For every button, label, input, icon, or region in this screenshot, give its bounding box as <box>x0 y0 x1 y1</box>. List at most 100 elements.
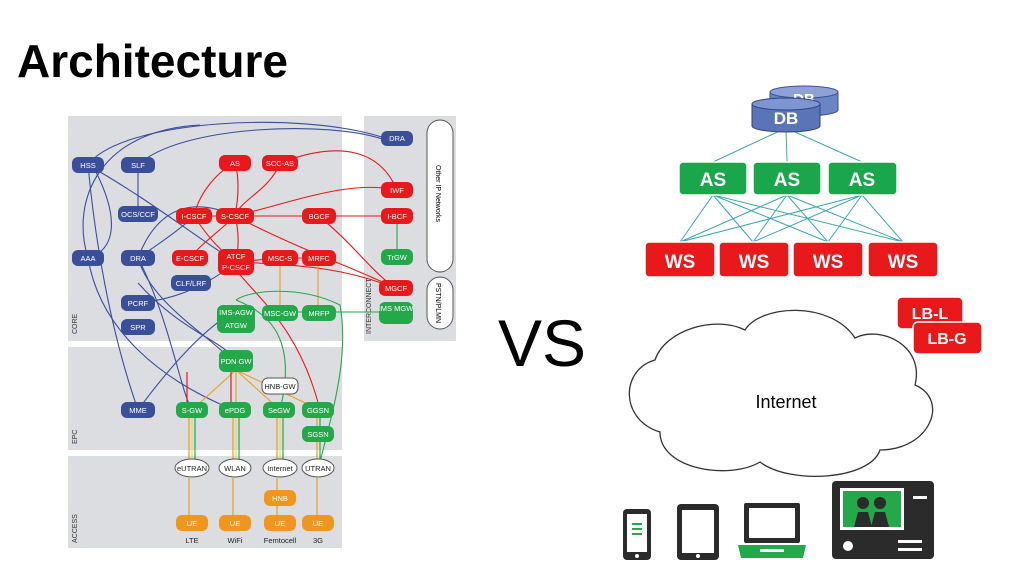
internet-node: Internet <box>262 458 298 478</box>
clf-node: CLF/LRF <box>171 275 211 291</box>
svg-text:WS: WS <box>665 252 696 273</box>
svg-text:WS: WS <box>888 252 919 273</box>
video-terminal-icon <box>832 481 934 559</box>
access-label-lte: LTE <box>185 536 198 545</box>
svg-text:eUTRAN: eUTRAN <box>177 464 207 473</box>
svg-text:WS: WS <box>739 252 770 273</box>
eutran-node: eUTRAN <box>174 458 210 478</box>
iwf-node: IWF <box>381 182 413 198</box>
svg-text:OCS/CCF: OCS/CCF <box>121 210 155 219</box>
svg-text:MSC-S: MSC-S <box>268 254 292 263</box>
svg-text:PCRF: PCRF <box>128 299 149 308</box>
phone-icon <box>623 509 651 560</box>
svg-text:HNB-GW: HNB-GW <box>264 382 296 391</box>
aaa-node: AAA <box>72 250 104 266</box>
epdg-node: ePDG <box>219 402 251 418</box>
app-server-1: AS <box>678 161 748 196</box>
svg-text:UE: UE <box>275 519 285 528</box>
db-as-links <box>712 127 863 163</box>
svg-text:HSS: HSS <box>80 161 95 170</box>
access-label-femtocell: Femtocell <box>264 536 297 545</box>
svg-text:SGSN: SGSN <box>307 430 328 439</box>
ims-mgw-node: IMS MGW <box>379 302 414 324</box>
svg-text:Internet: Internet <box>267 464 293 473</box>
other-ip-networks-label: Other IP Networks <box>434 165 441 223</box>
s-cscf-node: S-CSCF <box>216 208 254 224</box>
zone-label-access: ACCESS <box>72 514 79 543</box>
web-server-1: WS <box>644 241 716 278</box>
svg-text:AS: AS <box>230 159 240 168</box>
svg-text:P-CSCF: P-CSCF <box>222 263 250 272</box>
zone-label-interconnect: INTERCONNECT <box>366 278 373 334</box>
laptop-icon <box>738 503 806 558</box>
svg-text:WLAN: WLAN <box>224 464 246 473</box>
ue-3g-node: UE <box>302 515 334 531</box>
svg-text:MRFP: MRFP <box>308 309 329 318</box>
hss-node: HSS <box>72 157 104 173</box>
app-server-3: AS <box>827 161 898 196</box>
mrfp-node: MRFP <box>302 305 336 321</box>
hnb-gw-node: HNB-GW <box>261 377 299 395</box>
ims-architecture-diagram: CORE EPC ACCESS INTERCONNECT Other IP Ne… <box>68 116 456 548</box>
core-zone <box>68 116 342 341</box>
internet-cloud-label: Internet <box>755 392 816 412</box>
svg-text:MME: MME <box>129 406 147 415</box>
svg-text:CLF/LRF: CLF/LRF <box>176 279 207 288</box>
ue-femtocell-node: UE <box>264 515 296 531</box>
svg-text:GGSN: GGSN <box>307 406 329 415</box>
bgcf-node: BGCF <box>302 208 336 224</box>
svg-text:UE: UE <box>187 519 197 528</box>
vs-label: VS <box>498 306 587 380</box>
e-cscf-node: E-CSCF <box>172 250 208 266</box>
pstn-bubble <box>426 276 454 330</box>
svg-text:I-CSCF: I-CSCF <box>182 212 207 221</box>
svg-text:SLF: SLF <box>131 161 145 170</box>
slide-title: Architecture <box>17 35 288 87</box>
s-gw-node: S-GW <box>176 402 208 418</box>
web-server-3: WS <box>792 241 864 278</box>
ue-wifi-node: UE <box>219 515 251 531</box>
wlan-node: WLAN <box>218 458 252 478</box>
svg-text:S-GW: S-GW <box>182 406 203 415</box>
svg-text:E-CSCF: E-CSCF <box>176 254 204 263</box>
svg-text:IMS-AGW: IMS-AGW <box>219 308 254 317</box>
scc-as-node: SCC-AS <box>262 155 298 171</box>
svg-text:S-CSCF: S-CSCF <box>221 212 249 221</box>
load-balancer-global: LB-G <box>912 321 983 355</box>
access-label-wifi: WiFi <box>228 536 243 545</box>
tablet-icon <box>677 504 719 560</box>
msc-gw-node: MSC-GW <box>262 305 298 321</box>
svg-text:AS: AS <box>849 170 875 191</box>
svg-text:SeGW: SeGW <box>268 406 291 415</box>
i-bcf-node: I-BCF <box>381 208 413 224</box>
svg-text:I-BCF: I-BCF <box>387 212 407 221</box>
web-server-4: WS <box>867 241 939 278</box>
pstn-label: PSTN/PLMN <box>434 283 441 323</box>
svg-text:UE: UE <box>230 519 240 528</box>
internet-cloud: Internet <box>628 309 934 477</box>
pdn-gw-node: PDN GW <box>219 350 253 372</box>
svg-text:MSC-GW: MSC-GW <box>264 309 297 318</box>
svg-text:SPR: SPR <box>130 323 146 332</box>
web-architecture-diagram: DB DB AS AS AS WS WS WS WS LB-L LB-G Int… <box>623 85 983 560</box>
svg-text:ePDG: ePDG <box>225 406 246 415</box>
zone-label-core: CORE <box>72 313 79 334</box>
svg-text:MGCF: MGCF <box>385 284 407 293</box>
dra-top-node: DRA <box>381 131 413 146</box>
svg-text:AAA: AAA <box>80 254 95 263</box>
other-ip-networks-bubble <box>426 119 454 273</box>
mrfc-node: MRFC <box>302 250 336 266</box>
trgw-node: TrGW <box>381 249 413 265</box>
database-front: DB <box>751 97 821 133</box>
ue-lte-node: UE <box>176 515 208 531</box>
svg-text:DRA: DRA <box>389 134 405 143</box>
spr-node: SPR <box>121 319 155 335</box>
svg-text:WS: WS <box>813 252 844 273</box>
app-server-2: AS <box>752 161 822 196</box>
mme-node: MME <box>121 402 155 418</box>
segw-node: SeGW <box>263 402 295 418</box>
svg-text:LB-G: LB-G <box>927 331 966 348</box>
slf-node: SLF <box>121 157 155 173</box>
svg-text:DRA: DRA <box>130 254 146 263</box>
